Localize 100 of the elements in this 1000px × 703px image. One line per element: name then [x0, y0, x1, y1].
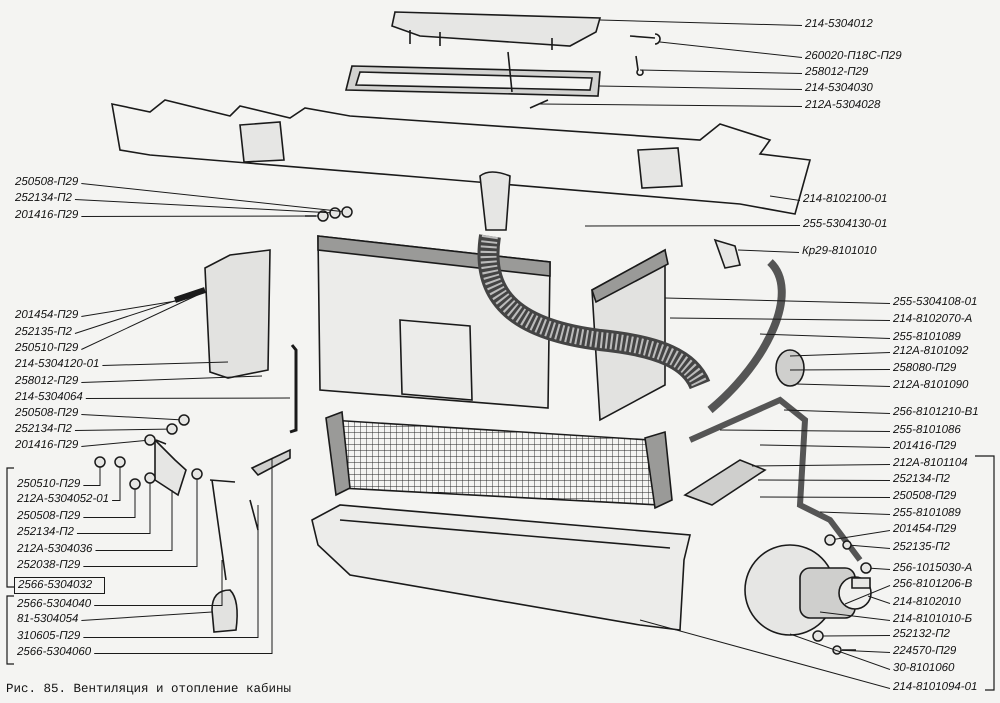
leader-line — [850, 544, 890, 549]
leader-line — [80, 440, 146, 447]
part-number: 201416-П29 — [15, 439, 78, 452]
part-number: 2566-5304060 — [17, 646, 92, 659]
part-number: 212А-5304036 — [17, 543, 92, 556]
leader-line — [80, 183, 342, 212]
leader-line — [82, 504, 258, 638]
part-number: 256-1015030-А — [893, 562, 972, 575]
leader-line — [80, 414, 180, 420]
part-number: 255-8101086 — [893, 424, 961, 437]
part-number: 258012-П29 — [805, 66, 868, 79]
part-number: 30-8101060 — [893, 662, 954, 675]
part-number: 201416-П29 — [893, 440, 956, 453]
leader-line — [85, 398, 290, 399]
leader-line — [82, 478, 198, 567]
part-number: 252134-П2 — [893, 473, 950, 486]
leader-line — [80, 376, 262, 383]
part-number: 250508-П29 — [17, 510, 80, 523]
washer — [860, 562, 872, 574]
washer — [178, 414, 190, 426]
leader-line — [670, 318, 890, 321]
leader-line — [752, 464, 890, 466]
washer — [94, 456, 106, 468]
leader-line — [76, 482, 150, 534]
leader-line — [784, 410, 890, 414]
washer — [812, 630, 824, 642]
washer — [144, 472, 156, 484]
part-number: 212А-5304028 — [805, 99, 880, 112]
part-number: 214-8101010-Б — [893, 613, 972, 626]
part-number: 201454-П29 — [893, 523, 956, 536]
part-number: 2566-5304040 — [17, 598, 92, 611]
part-number: 81-5304054 — [17, 613, 78, 626]
part-number: 214-5304064 — [15, 391, 83, 404]
part-number: 214-8102070-А — [893, 313, 972, 326]
part-number: 212А-8101092 — [893, 345, 968, 358]
leader-line — [598, 86, 802, 90]
part-number: Кр29-8101010 — [802, 245, 877, 258]
leader-line — [74, 199, 330, 214]
leader-line — [870, 568, 890, 570]
leader-line — [540, 104, 802, 107]
part-number: 214-8101094-01 — [893, 681, 978, 694]
part-number: 252134-П2 — [17, 526, 74, 539]
part-number: 255-8101089 — [893, 331, 961, 344]
part-number: 256-8101206-В — [893, 578, 972, 591]
leader-line — [112, 466, 120, 501]
part-number: 214-5304030 — [805, 82, 873, 95]
leader-line — [640, 70, 802, 74]
part-number: 212А-8101104 — [893, 457, 968, 470]
part-number: 252134-П2 — [15, 423, 72, 436]
leader-line — [820, 512, 890, 515]
leader-line — [822, 635, 890, 636]
leader-line — [796, 384, 890, 387]
leader-line — [94, 560, 222, 606]
part-number: 260020-П18С-П29 — [805, 50, 902, 63]
leader-line — [844, 585, 890, 604]
washer — [341, 206, 353, 218]
part-number: 214-8102010 — [893, 596, 961, 609]
part-number: 252135-П2 — [15, 326, 72, 339]
part-number: 258080-П29 — [893, 362, 956, 375]
leader-line — [74, 428, 168, 431]
washer — [166, 423, 178, 435]
part-number: 310605-П29 — [17, 630, 80, 643]
part-number: 2566-5304032 — [14, 577, 106, 594]
leader-line — [868, 596, 890, 604]
leader-line — [80, 612, 212, 621]
part-number: 255-5304108-01 — [893, 296, 978, 309]
part-number: 252132-П2 — [893, 628, 950, 641]
washer — [191, 468, 203, 480]
part-number: 256-8101210-В1 — [893, 406, 979, 419]
leader-line — [102, 362, 228, 366]
part-number: 250508-П29 — [893, 490, 956, 503]
leader-line — [94, 458, 272, 654]
leader-line — [760, 334, 890, 339]
leader-line — [770, 196, 800, 201]
part-number: 255-8101089 — [893, 507, 961, 520]
leader-line — [82, 466, 100, 486]
washer — [824, 534, 836, 546]
part-number: 224570-П29 — [893, 645, 956, 658]
part-number: 214-8102100-01 — [803, 193, 888, 206]
part-number: 201454-П29 — [15, 309, 78, 322]
washer — [329, 207, 341, 219]
part-number: 212А-5304052-01 — [17, 493, 110, 506]
leader-line — [660, 42, 802, 58]
part-number: 250508-П29 — [15, 407, 78, 420]
washer — [144, 434, 156, 446]
part-number: 250510-П29 — [17, 478, 80, 491]
leader-line — [80, 216, 318, 217]
part-number: 252134-П2 — [15, 192, 72, 205]
leader-line — [834, 530, 890, 540]
part-number: 258012-П29 — [15, 375, 78, 388]
part-number: 201416-П29 — [15, 209, 78, 222]
part-number: 250508-П29 — [15, 176, 78, 189]
washer — [842, 540, 852, 550]
leader-line — [790, 634, 890, 670]
leader-line — [584, 225, 800, 226]
caption: Рис. 85. Вентиляция и отопление кабины — [6, 682, 292, 696]
washer — [114, 456, 126, 468]
part-number: 252135-П2 — [893, 541, 950, 554]
leader-line — [664, 298, 890, 304]
part-number: 212А-8101090 — [893, 379, 968, 392]
